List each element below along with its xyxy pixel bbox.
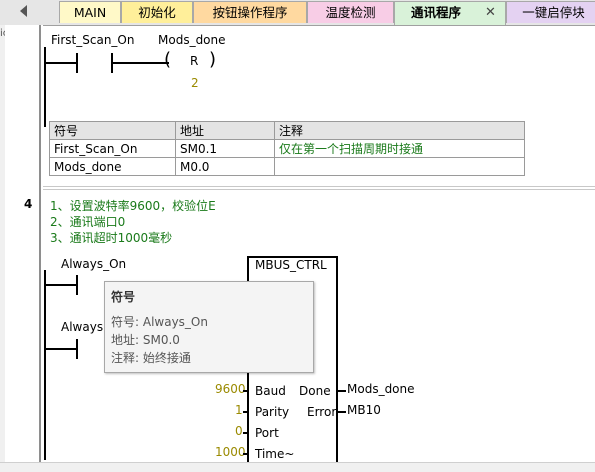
table-cell: Mods_done	[49, 157, 176, 176]
left-power-rail	[44, 47, 46, 127]
tab-label: 按钮操作程序	[212, 5, 288, 20]
table-cell: First_Scan_On	[49, 139, 176, 158]
contact-label: Always	[61, 320, 104, 334]
coil-left-paren: (	[164, 49, 172, 70]
pin-error: Error	[307, 405, 337, 419]
power-rail	[39, 25, 41, 465]
pin-parity: Parity	[255, 405, 290, 419]
network-number: 4	[24, 197, 33, 211]
close-icon[interactable]: ✕	[485, 5, 496, 20]
wire	[46, 348, 76, 350]
coil-right-paren: )	[209, 49, 217, 70]
coil-count: 2	[191, 76, 199, 90]
wire	[46, 284, 76, 286]
contact-first-scan[interactable]	[76, 53, 78, 73]
table-cell: M0.0	[175, 157, 275, 176]
tab-button-program[interactable]: 按钮操作程序	[193, 1, 307, 23]
pin-baud: Baud	[255, 384, 286, 398]
wire	[338, 390, 346, 392]
wire	[338, 411, 346, 413]
symbol-table: 符号 地址 注释 First_Scan_On SM0.1 仅在第一个扫描周期时接…	[49, 121, 525, 176]
wire	[111, 62, 169, 64]
tab-label: 初始化	[138, 5, 176, 20]
tooltip-title: 符号	[111, 290, 136, 304]
network-comment-line: 1、设置波特率9600，校验位E	[50, 199, 216, 213]
contact-always-on[interactable]	[76, 275, 78, 295]
network-comment-line: 2、通讯端口0	[50, 215, 126, 229]
pin-timeout: Time~	[255, 447, 295, 461]
tab-main[interactable]: MAIN	[59, 1, 121, 23]
tab-label: 通讯程序	[411, 5, 462, 20]
port-value[interactable]: 0	[235, 424, 243, 438]
parity-value[interactable]: 1	[235, 403, 243, 417]
tab-label: 温度检测	[325, 5, 376, 20]
error-output-value[interactable]: MB10	[347, 403, 381, 417]
tab-one-key-start-stop[interactable]: 一键启停块	[506, 1, 595, 23]
network-gutter	[5, 25, 43, 471]
reset-coil[interactable]: R	[190, 54, 199, 68]
tab-init[interactable]: 初始化	[121, 1, 193, 23]
tooltip-line: 地址: SM0.0	[111, 333, 180, 347]
wire	[243, 390, 248, 392]
table-cell: 仅在第一个扫描周期时接通	[274, 139, 525, 158]
symbol-tooltip: 符号 符号: Always_On 地址: SM0.0 注释: 始终接通	[104, 281, 314, 373]
contact-label: Mods_done	[158, 33, 226, 47]
contact-label: First_Scan_On	[51, 33, 135, 47]
contact-label: Always_On	[61, 257, 127, 271]
block-title: MBUS_CTRL	[255, 258, 327, 272]
wire	[46, 62, 76, 64]
tooltip-line: 注释: 始终接通	[111, 351, 191, 365]
left-clipped-text: ic	[0, 28, 8, 39]
tooltip-line: 符号: Always_On	[111, 315, 208, 329]
wire	[243, 453, 248, 455]
network-comment-line: 3、通讯超时1000毫秒	[50, 231, 173, 245]
done-output-value[interactable]: Mods_done	[347, 382, 415, 396]
tab-scroll-left-icon[interactable]	[20, 5, 27, 17]
network-separator	[43, 186, 595, 187]
table-cell: SM0.1	[175, 139, 275, 158]
table-cell	[274, 157, 525, 176]
wire	[243, 432, 248, 434]
network-separator	[43, 189, 595, 190]
table-header: 注释	[274, 121, 525, 140]
pin-port: Port	[255, 426, 279, 440]
tab-label: 一键启停块	[522, 5, 585, 20]
table-row: Mods_done M0.0	[49, 157, 525, 176]
tab-label: MAIN	[73, 5, 107, 20]
wire	[243, 411, 248, 413]
table-header: 符号	[49, 121, 176, 140]
tab-bar: MAIN 初始化 按钮操作程序 温度检测 通讯程序 ✕ 一键启停块	[0, 0, 595, 26]
horizontal-scrollbar[interactable]	[0, 462, 595, 472]
left-power-rail	[44, 270, 46, 460]
tab-comm-program[interactable]: 通讯程序 ✕	[394, 1, 506, 25]
timeout-value[interactable]: 1000	[215, 445, 246, 459]
tab-temperature[interactable]: 温度检测	[307, 1, 394, 23]
baud-value[interactable]: 9600	[215, 382, 246, 396]
contact-always[interactable]	[76, 339, 78, 359]
table-row: First_Scan_On SM0.1 仅在第一个扫描周期时接通	[49, 139, 525, 158]
pin-done: Done	[299, 384, 331, 398]
table-header: 地址	[175, 121, 275, 140]
